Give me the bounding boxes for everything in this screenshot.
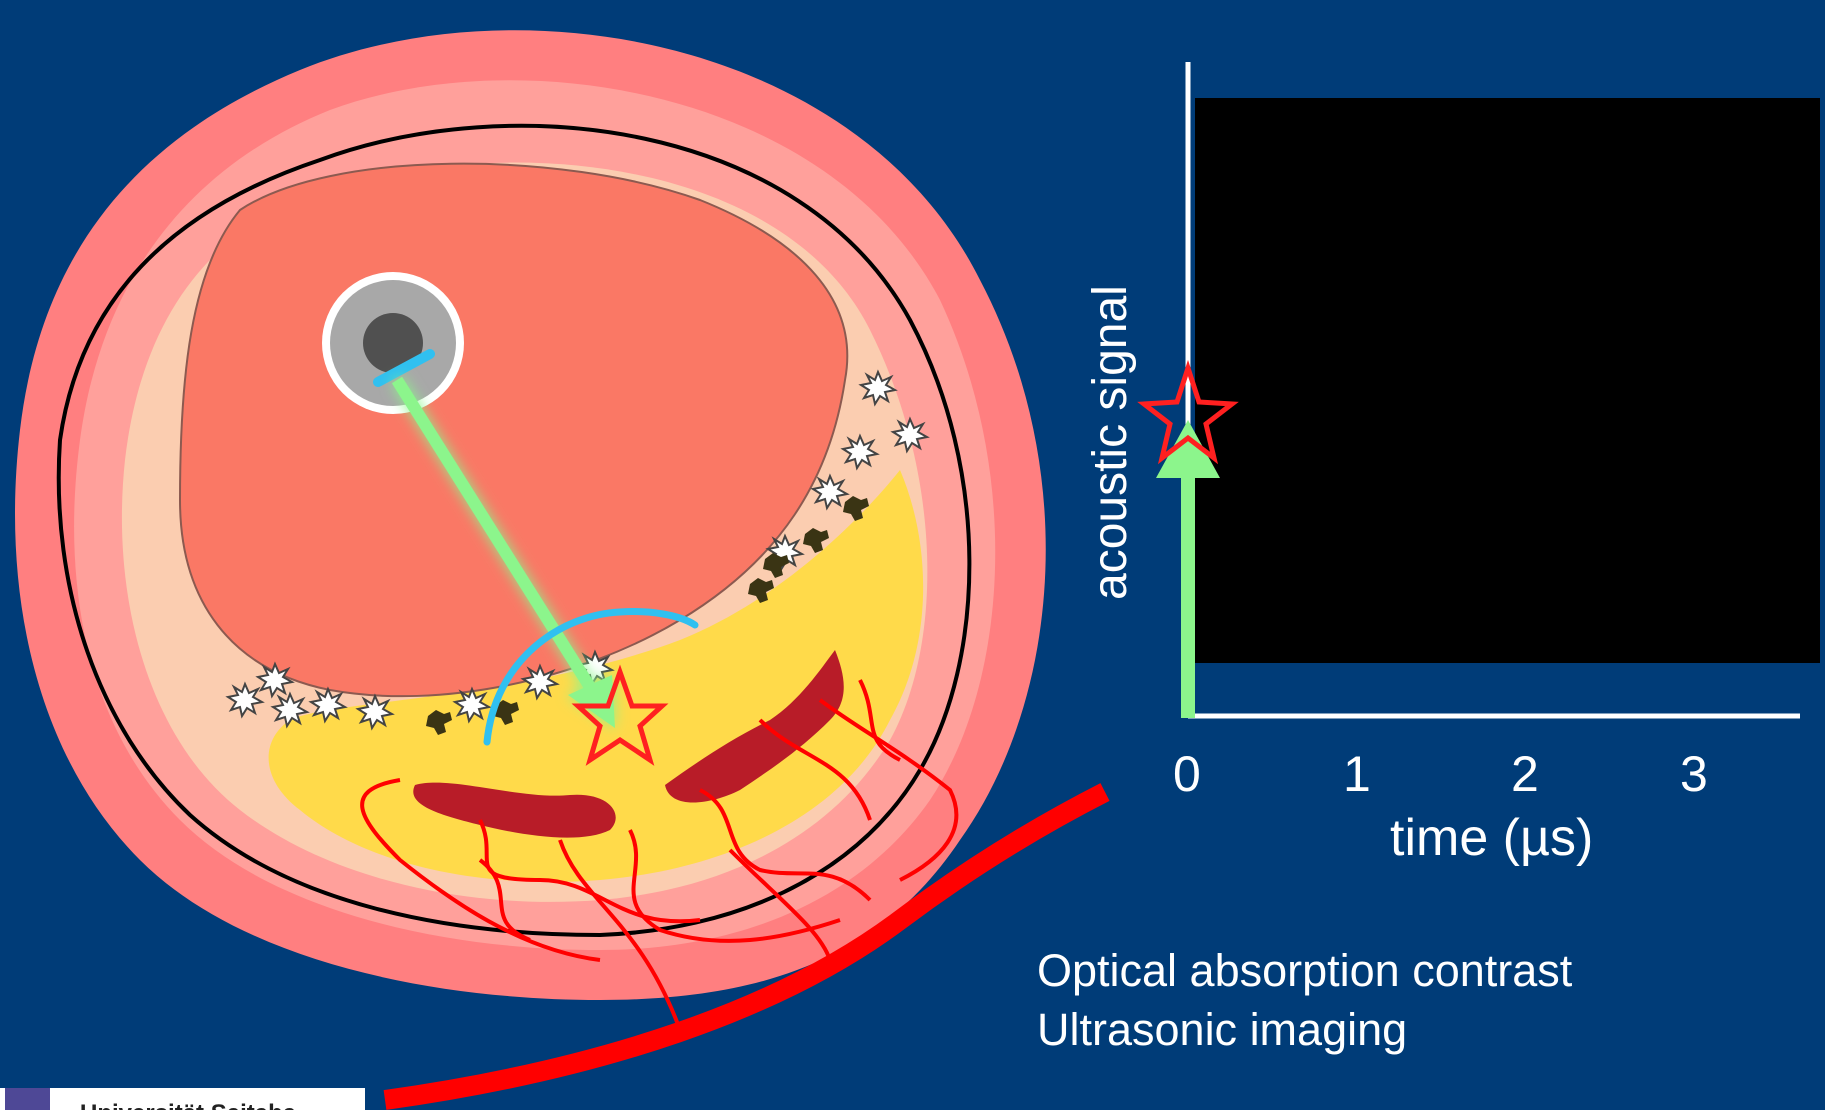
caption-ultrasonic-imaging: Ultrasonic imaging	[1037, 1007, 1407, 1052]
x-tick-label: 1	[1343, 745, 1371, 803]
y-axis-label: acoustic signal	[1083, 285, 1138, 600]
signal-display-panel	[1195, 98, 1820, 663]
x-axis-label: time (µs)	[1390, 808, 1593, 868]
x-tick-label: 0	[1173, 745, 1201, 803]
x-tick-label: 3	[1680, 745, 1708, 803]
logo-mark-icon	[5, 1088, 50, 1110]
university-logo: Universität Saitaha	[0, 1088, 365, 1110]
catheter-probe-icon	[322, 272, 464, 414]
logo-text: Universität Saitaha	[80, 1100, 296, 1110]
caption-optical-contrast: Optical absorption contrast	[1037, 948, 1572, 993]
x-tick-label: 2	[1511, 745, 1539, 803]
